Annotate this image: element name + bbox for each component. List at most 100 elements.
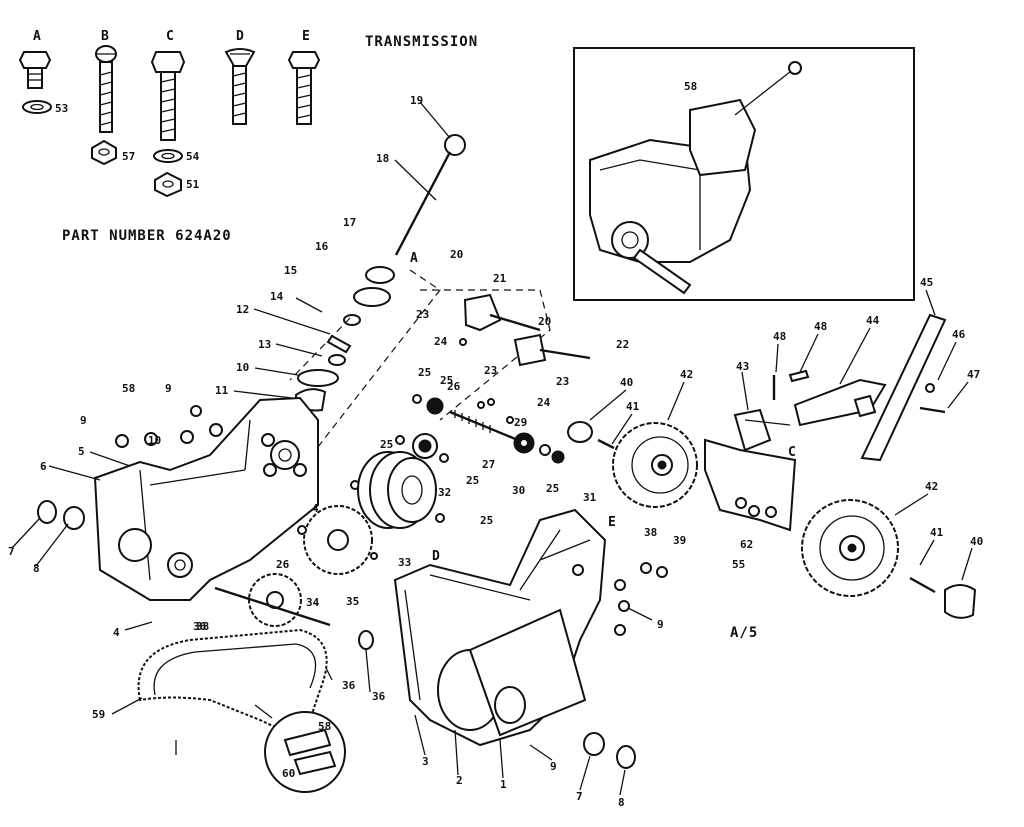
callout-20-top: 20	[450, 248, 463, 261]
callout-8b: 8	[618, 796, 625, 809]
part-number-label: PART NUMBER 624A20	[62, 228, 232, 244]
callout-2: 2	[456, 774, 463, 787]
chain-assembly: 59 58 60	[92, 628, 346, 793]
callout-39: 39	[673, 534, 686, 547]
callout-31: 31	[583, 491, 597, 504]
callout-4b: 4	[312, 502, 319, 515]
callout-3: 3	[422, 755, 429, 768]
callout-29: 29	[514, 416, 527, 429]
callout-9b: 9	[80, 414, 87, 427]
callout-22: 22	[616, 338, 629, 351]
callout-12: 12	[236, 303, 249, 316]
callout-25b: 25	[418, 366, 431, 379]
callout-51: 51	[186, 178, 200, 191]
callout-7a: 7	[8, 545, 15, 558]
callout-48a: 48	[773, 330, 786, 343]
footer-code: A/5	[730, 625, 758, 641]
callout-15: 15	[284, 264, 297, 277]
callout-23b: 23	[556, 375, 569, 388]
letter-c-marker: C	[788, 445, 796, 460]
screw-d-icon	[224, 48, 256, 125]
callout-34: 34	[306, 596, 320, 609]
callout-58-chain: 58	[318, 720, 331, 733]
callout-10: 10	[236, 361, 249, 374]
callout-35: 35	[346, 595, 359, 608]
callout-23c: 23	[484, 364, 497, 377]
hardware-key: A B C D E	[18, 29, 321, 198]
callout-47: 47	[967, 368, 980, 381]
callout-17: 17	[343, 216, 356, 229]
callout-4a: 4	[113, 626, 120, 639]
callout-11: 11	[215, 384, 229, 397]
callout-24a: 24	[434, 335, 448, 348]
bolt-e-icon	[287, 51, 321, 125]
callout-41b: 41	[930, 526, 944, 539]
callout-27: 27	[482, 458, 495, 471]
callout-1: 1	[500, 778, 507, 791]
callout-60: 60	[282, 767, 295, 780]
callout-19: 19	[410, 94, 423, 107]
callout-26a: 26	[447, 380, 461, 393]
letter-e-marker: E	[608, 515, 616, 530]
left-housing: 58 9 9 5 6 7 8 4 4 10	[8, 382, 319, 639]
callout-10b: 10	[148, 434, 161, 447]
callout-44: 44	[866, 314, 880, 327]
center-housing: D E 38 39 9 3 2 1 9 7 8 38	[196, 508, 686, 809]
bolt-c-icon	[150, 51, 186, 198]
callout-25d: 25	[380, 438, 393, 451]
callout-58-left: 58	[122, 382, 135, 395]
callout-5: 5	[78, 445, 85, 458]
alignment-line-c	[289, 317, 351, 381]
hardware-letter-c: C	[166, 29, 174, 44]
callout-43: 43	[736, 360, 749, 373]
callout-9d: 9	[550, 760, 557, 773]
hardware-letter-a: A	[33, 29, 41, 44]
callout-42a: 42	[680, 368, 693, 381]
callout-36a: 36	[342, 679, 356, 692]
callout-14: 14	[270, 290, 284, 303]
alignment-line-b	[420, 289, 551, 421]
callout-40a: 40	[620, 376, 633, 389]
callout-36b: 36	[372, 690, 386, 703]
alignment-line-a	[299, 269, 441, 471]
callout-8a: 8	[33, 562, 40, 575]
letter-d-marker: D	[432, 549, 440, 564]
callout-36c: 36	[193, 620, 207, 633]
callout-23a: 23	[416, 308, 429, 321]
screw-b-icon	[91, 45, 117, 166]
callout-20-lower: 20	[538, 315, 551, 328]
callout-30: 30	[512, 484, 525, 497]
callout-13: 13	[258, 338, 271, 351]
letter-a-marker: A	[410, 251, 418, 266]
callout-62: 62	[740, 538, 753, 551]
callout-38-right: 38	[644, 526, 657, 539]
callout-45: 45	[920, 276, 933, 289]
callout-41a: 41	[626, 400, 640, 413]
callout-21: 21	[493, 272, 507, 285]
callout-6: 6	[40, 460, 47, 473]
callout-24b: 24	[537, 396, 551, 409]
callout-54: 54	[186, 150, 200, 163]
callout-25a: 25	[440, 374, 453, 387]
callout-25f: 25	[480, 514, 493, 527]
hardware-letter-d: D	[236, 29, 244, 44]
callout-16: 16	[315, 240, 329, 253]
callout-32: 32	[438, 486, 451, 499]
callout-25e: 25	[466, 474, 479, 487]
callout-59: 59	[92, 708, 105, 721]
callout-26b: 26	[276, 558, 290, 571]
callout-25c: 25	[546, 482, 559, 495]
callout-18: 18	[376, 152, 389, 165]
callout-48b: 48	[814, 320, 827, 333]
callout-40b: 40	[970, 535, 983, 548]
callout-58-inset: 58	[684, 80, 697, 93]
callout-7b: 7	[576, 790, 583, 803]
callout-57: 57	[122, 150, 135, 163]
callout-33: 33	[398, 556, 411, 569]
callout-9a: 9	[165, 382, 172, 395]
bolt-a-icon	[18, 51, 52, 114]
callout-38-left: 38	[196, 620, 209, 633]
callout-42b: 42	[925, 480, 938, 493]
